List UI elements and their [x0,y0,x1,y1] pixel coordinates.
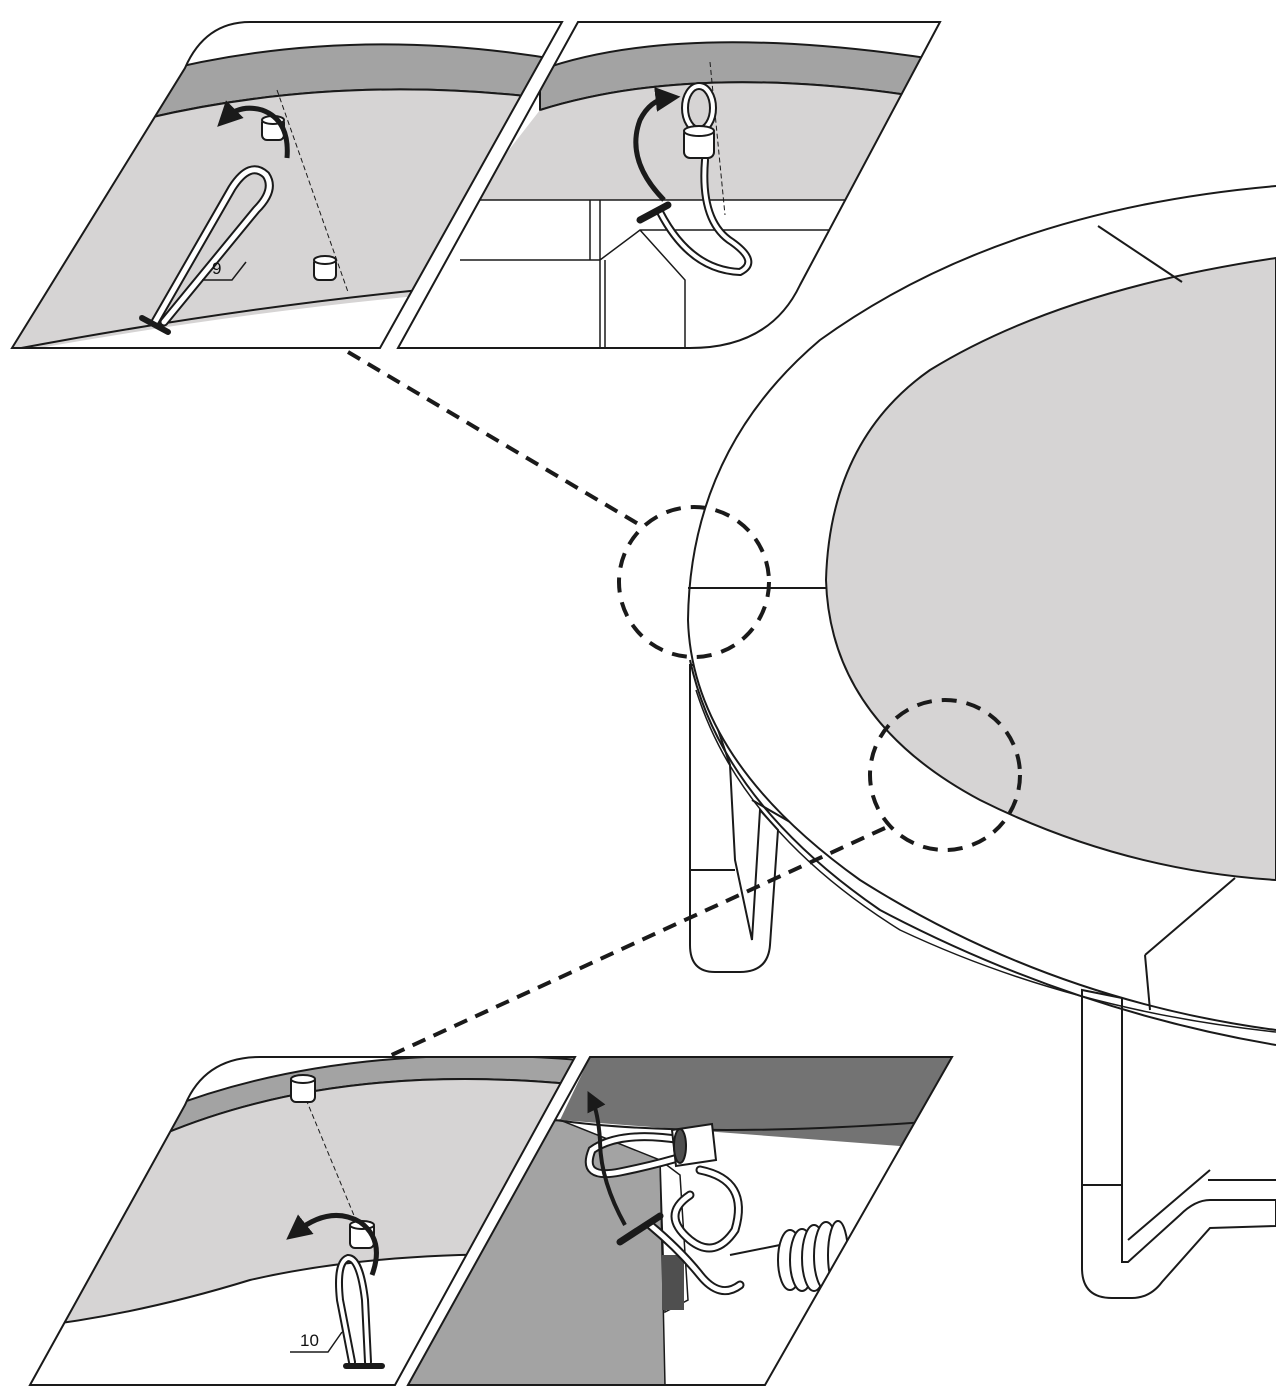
trampoline-main-view [346,185,1276,1387]
pad-outer-edge [686,185,1276,1031]
sleeve-ring-icon-lower-right [670,1122,718,1168]
frame-post-dark [662,1255,684,1310]
pad-segment-seams [688,225,1236,1011]
trampoline-leg-left [689,664,791,973]
frame-rail [460,199,940,348]
callout-part-10: 10 [290,1331,343,1353]
panel-border-top-left [10,21,564,349]
curved-arrow-icon-lower-right [587,1091,627,1226]
elastic-loop-wrapped [584,1132,745,1296]
curved-arrow-icon [217,100,290,159]
sleeve-ring-icon-right [683,125,715,159]
t-bar-icon-right [636,201,672,224]
callout-label-10: 10 [300,1331,319,1350]
trampoline-leg-right [1081,988,1276,1299]
detail-panel-top-right [396,21,942,349]
jumping-mat [824,256,1276,882]
t-bar-icon [139,315,171,335]
callout-part-9: 9 [202,259,247,281]
curved-arrow-icon-right [633,86,681,202]
curved-arrow-icon-bottom [286,1213,379,1276]
panel-border-top-right [396,21,942,349]
callout-label-9: 9 [212,259,221,278]
stitch-line-bottom [302,1091,361,1231]
detail-circle-upper [617,505,771,659]
panel-border-bottom-right [406,1056,954,1386]
pad-lower-edge-2 [695,689,1276,1033]
panel-border-bottom-left [28,1056,577,1386]
leader-line-upper [346,350,642,527]
pad-cover-surface-bottom [30,1079,575,1330]
pad-lower-edge [689,659,1276,1046]
detail-panel-bottom-right [406,1056,954,1386]
t-bar-icon-lower-right [616,1212,664,1246]
stitch-line-right [709,61,726,216]
detail-circle-lower [868,698,1022,852]
leader-line-lower [384,826,886,1060]
